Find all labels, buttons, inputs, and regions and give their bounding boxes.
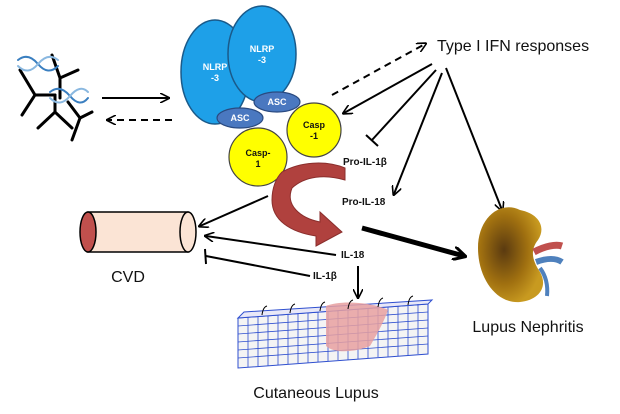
blood-vessel-icon [79,211,197,253]
inflammasome-complex: NLRP -3 NLRP -3 ASC ASC Casp -1 Casp- 1 [180,5,342,187]
inhibit-ifn-to-pro-il1b [371,69,437,141]
asc-right [253,91,301,113]
arrow-ifn-to-casp [344,63,433,113]
antibody-dna-icon [17,53,94,142]
casp-left-line2: 1 [255,159,260,169]
arrow-il18-to-cvd [206,236,337,256]
type1-ifn-label: Type I IFN responses [437,38,589,55]
il18-label: IL-18 [341,250,365,261]
arrow-inflammasome-to-ifn-dashed [331,44,425,96]
casp-left-line1: Casp- [245,148,270,158]
asc-left-label: ASC [230,113,250,123]
asc-right-label: ASC [267,97,287,107]
inhibit-bar [365,134,379,147]
cvd-label: CVD [111,269,145,286]
kidney-icon [478,207,564,303]
arrow-ifn-to-pro-il18 [394,72,443,194]
arrow-inflammasome-to-cvd [200,195,269,226]
lupus-nephritis-label: Lupus Nephritis [472,319,583,336]
casp1-left [228,127,288,187]
cutaneous-lupus-label: Cutaneous Lupus [253,385,378,402]
skin-tissue-icon [236,295,434,369]
il1b-label: IL-1β [313,271,337,282]
nlrp-right-line1: NLRP [250,44,275,54]
inhibit-il1b-to-cvd [205,255,311,277]
arrow-to-lupus-nephritis [361,225,464,256]
casp-right-line1: Casp [303,120,326,130]
casp1-right [286,102,342,158]
arrow-ifn-to-nephritis [445,67,502,210]
pro-il1b-label: Pro-IL-1β [343,157,387,168]
nlrp3-right [227,5,297,103]
nlrp-left-line2: -3 [211,73,219,83]
casp-right-line2: -1 [310,131,318,141]
pro-il18-label: Pro-IL-18 [342,197,386,208]
nlrp-left-line1: NLRP [203,62,228,72]
nlrp-right-line2: -3 [258,55,266,65]
asc-left [216,107,264,129]
inhibit-cvd-bar [204,248,207,265]
processing-curved-arrow [271,162,346,247]
